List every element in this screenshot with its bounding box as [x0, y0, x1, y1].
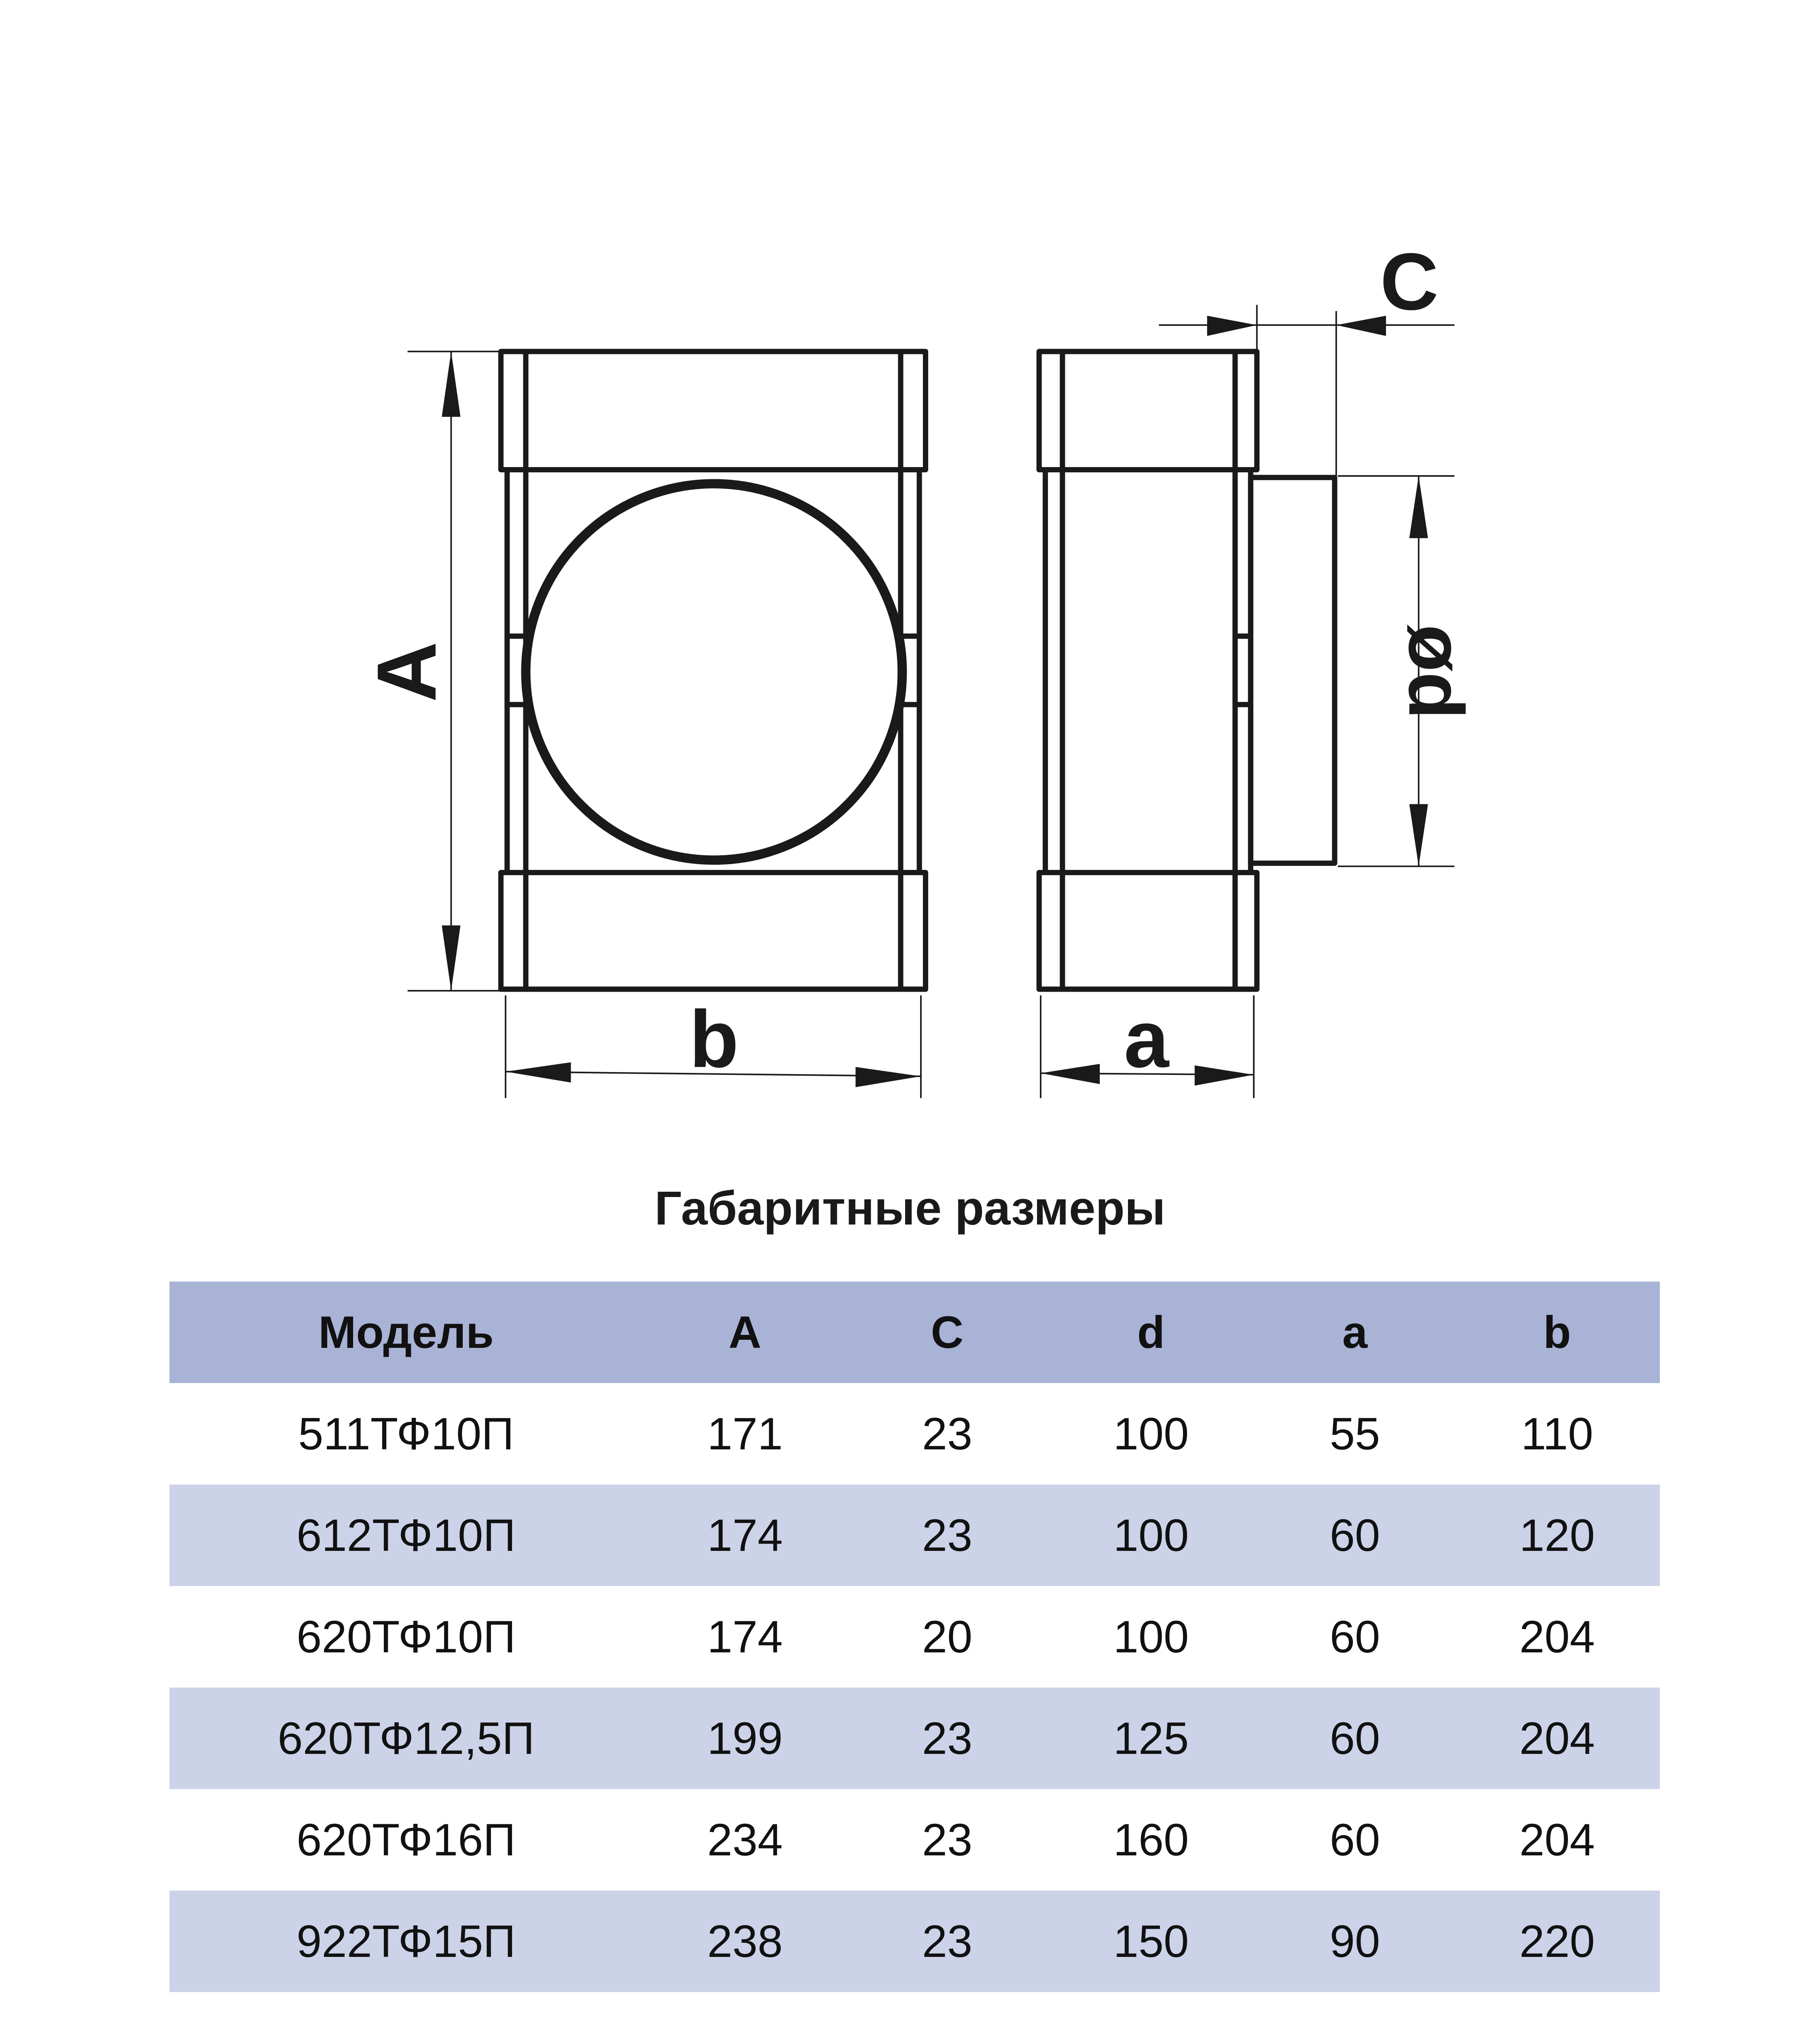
header-A: A [728, 1307, 762, 1358]
cell-C: 20 [922, 1612, 973, 1662]
table-title: Габаритные размеры [654, 1182, 1166, 1235]
cell-a: 90 [1329, 1916, 1380, 1967]
label-a: a [1124, 994, 1170, 1084]
label-d: ød [1393, 624, 1480, 719]
technical-drawing: A b C ød a [360, 237, 1480, 1098]
cell-model: 620ТФ12,5П [277, 1713, 535, 1764]
dimension-a: a [1040, 994, 1255, 1098]
table-row: 620ТФ10П 174 20 100 60 204 [169, 1586, 1660, 1688]
cell-a: 60 [1329, 1713, 1380, 1764]
label-A: A [360, 642, 454, 702]
cell-A: 199 [707, 1713, 783, 1764]
table-row: 922ТФ15П 238 23 150 90 220 [169, 1891, 1660, 1992]
cell-model: 612ТФ10П [296, 1510, 516, 1561]
cell-a: 60 [1329, 1815, 1380, 1865]
round-outlet-circle [521, 479, 907, 865]
dimension-C: C [1159, 237, 1455, 476]
cell-b: 204 [1519, 1815, 1595, 1865]
cell-d: 100 [1113, 1409, 1189, 1459]
cell-d: 100 [1113, 1612, 1189, 1662]
table-row: 620ТФ16П 234 23 160 60 204 [169, 1789, 1660, 1891]
header-a: a [1342, 1307, 1368, 1358]
cell-a: 60 [1329, 1510, 1380, 1561]
cell-C: 23 [922, 1916, 973, 1967]
cell-d: 150 [1113, 1916, 1189, 1967]
dimension-d: ød [1337, 475, 1480, 867]
cell-b: 220 [1519, 1916, 1595, 1967]
branch-pipe [1248, 475, 1337, 866]
cell-a: 55 [1329, 1409, 1380, 1459]
front-view [498, 349, 928, 992]
side-view [1036, 349, 1337, 992]
cell-C: 23 [922, 1409, 973, 1459]
cell-model: 620ТФ16П [296, 1815, 516, 1865]
cell-A: 234 [707, 1815, 783, 1865]
cell-A: 174 [707, 1510, 783, 1561]
dimension-A: A [360, 351, 501, 992]
cell-model: 511ТФ10П [298, 1409, 514, 1459]
cell-model: 922ТФ15П [296, 1916, 516, 1967]
header-d: d [1137, 1307, 1165, 1358]
header-b: b [1543, 1307, 1571, 1358]
table-row: 612ТФ10П 174 23 100 60 120 [169, 1485, 1660, 1586]
label-C: C [1380, 237, 1438, 327]
cell-b: 204 [1519, 1612, 1595, 1662]
cell-A: 171 [707, 1409, 783, 1459]
cell-A: 174 [707, 1612, 783, 1662]
dimension-b: b [505, 994, 922, 1098]
header-model: Модель [318, 1307, 494, 1358]
cell-C: 23 [922, 1510, 973, 1561]
cell-b: 110 [1521, 1409, 1594, 1459]
cell-d: 160 [1113, 1815, 1189, 1865]
cell-d: 100 [1113, 1510, 1189, 1561]
table-row: 511ТФ10П 171 23 100 55 110 [169, 1383, 1660, 1485]
cell-a: 60 [1329, 1612, 1380, 1662]
dimensions-table: Модель A C d a b 511ТФ10П 171 23 100 55 110 61… [169, 1282, 1660, 1992]
cell-A: 238 [707, 1916, 783, 1967]
label-b: b [689, 994, 739, 1084]
cell-b: 120 [1519, 1510, 1595, 1561]
table-row: 620ТФ12,5П 199 23 125 60 204 [169, 1688, 1660, 1789]
cell-model: 620ТФ10П [296, 1612, 516, 1662]
cell-b: 204 [1519, 1713, 1595, 1764]
cell-d: 125 [1113, 1713, 1189, 1764]
header-C: C [931, 1307, 964, 1358]
table-header-row: Модель A C d a b [169, 1282, 1660, 1383]
cell-C: 23 [922, 1815, 973, 1865]
cell-C: 23 [922, 1713, 973, 1764]
